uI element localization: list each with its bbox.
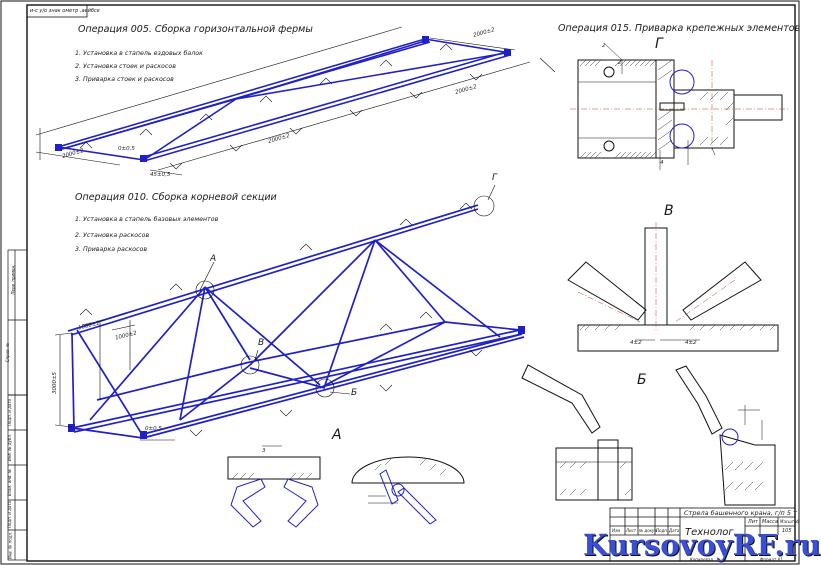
detail-g-title: Г bbox=[655, 36, 663, 52]
detail-a-right bbox=[351, 456, 465, 525]
horizontal-truss-details bbox=[35, 26, 556, 176]
tb-row: № докум. bbox=[639, 528, 659, 533]
dimension-label: 4±2 bbox=[630, 340, 642, 346]
footer-right: Формат А1 bbox=[760, 557, 783, 562]
side-stamp-text: Подп. и дата bbox=[7, 500, 13, 529]
tb-row: Лист bbox=[626, 528, 637, 533]
detail-g-hatch bbox=[579, 59, 735, 159]
node-plate bbox=[518, 326, 525, 334]
node-plate bbox=[504, 49, 511, 56]
detail-b-left bbox=[521, 364, 633, 501]
brand-watermark[interactable]: KursovoyRF.ru bbox=[583, 528, 821, 562]
drawing-sheet bbox=[0, 0, 800, 565]
callout-b: Б bbox=[351, 388, 358, 398]
root-section-truss bbox=[67, 204, 525, 439]
side-stamp-text: Справ. № bbox=[5, 342, 11, 363]
drawing-name: Стрела башенного крана, г/п 5 т bbox=[684, 509, 797, 517]
callout-g: Г bbox=[492, 173, 498, 183]
detail-b-hatch bbox=[559, 461, 764, 496]
detail-b-title: Б bbox=[637, 372, 647, 388]
tb-col: Лит bbox=[748, 519, 758, 525]
tb-col: Масштаб bbox=[780, 519, 800, 524]
dimension-label: 4 bbox=[660, 160, 664, 166]
detail-b-right bbox=[675, 365, 776, 506]
node-plate bbox=[68, 424, 75, 432]
dimension-label: 4±2 bbox=[685, 340, 697, 346]
horizontal-truss bbox=[57, 38, 511, 162]
operation-010-title: Операция 010. Сборка корневой секции bbox=[75, 192, 277, 203]
top-stamp-box bbox=[26, 4, 88, 18]
tb-row: Дата bbox=[669, 528, 680, 533]
operation-005-step: 3. Приварка стоек и раскосов bbox=[75, 76, 174, 83]
drawing-subtitle: Технолог bbox=[685, 527, 734, 538]
detail-v-hatch bbox=[579, 324, 776, 331]
outer-border bbox=[0, 0, 800, 565]
tb-row: Изм bbox=[612, 528, 621, 533]
dimension-label: 3 bbox=[262, 448, 266, 454]
detail-a-title: А bbox=[332, 427, 342, 443]
operation-005-step: 1. Установка в стапель ездовых балок bbox=[75, 50, 203, 57]
node-plate bbox=[422, 36, 429, 43]
dimension-label: 0±0,5 bbox=[118, 146, 135, 152]
footer-left: Копировал bbox=[690, 557, 713, 562]
node-plate bbox=[55, 144, 62, 151]
node-plate bbox=[140, 431, 147, 439]
callout-v: В bbox=[258, 338, 265, 348]
top-stamp-text: и-с у/о знак ометр ,аейбсе bbox=[30, 8, 100, 14]
title-block bbox=[609, 507, 796, 562]
side-stamp bbox=[7, 249, 28, 561]
side-stamp-text: Инв. № подл. bbox=[7, 531, 13, 560]
root-section-details bbox=[54, 184, 496, 441]
detail-v-center bbox=[577, 222, 736, 330]
dimension-label: 45±0,5 bbox=[150, 172, 171, 178]
detail-v bbox=[567, 227, 779, 352]
node-plate bbox=[140, 155, 147, 162]
dimension-label: 0±0,5 bbox=[145, 426, 162, 432]
tb-row: Подп. bbox=[656, 528, 669, 533]
dimension-label: 3000±5 bbox=[52, 371, 59, 395]
side-stamp-text: Взам. инв. № bbox=[7, 468, 13, 497]
side-stamp-text: Подп. и дата bbox=[7, 398, 13, 427]
tb-col: Масса bbox=[762, 519, 778, 525]
operation-010-step: 1. Установка в стапель базовых элементов bbox=[75, 216, 219, 223]
operation-010-step: 3. Приварка раскосов bbox=[75, 246, 148, 253]
detail-a-left bbox=[227, 445, 321, 528]
detail-a-hatch bbox=[231, 458, 447, 480]
dimension-label: 2 bbox=[602, 43, 606, 49]
detail-g-dims bbox=[604, 43, 716, 170]
sheet-number: 105 bbox=[782, 528, 792, 534]
detail-v-title: В bbox=[664, 203, 674, 219]
operation-015-title: Операция 015. Приварка крепежных элемент… bbox=[558, 23, 801, 34]
callout-a: А bbox=[210, 254, 217, 264]
operation-005-step: 2. Установка стоек и раскосов bbox=[75, 63, 176, 70]
dimension-label: 2 bbox=[618, 60, 622, 66]
operation-005-title: Операция 005. Сборка горизонтальной ферм… bbox=[78, 24, 313, 35]
operation-010-step: 2. Установка раскосов bbox=[75, 232, 150, 239]
side-stamp-text: Инв. № дубл. bbox=[7, 433, 13, 462]
detail-g-centerlines bbox=[570, 60, 790, 150]
side-stamp-text: Перв. примен. bbox=[10, 264, 16, 295]
